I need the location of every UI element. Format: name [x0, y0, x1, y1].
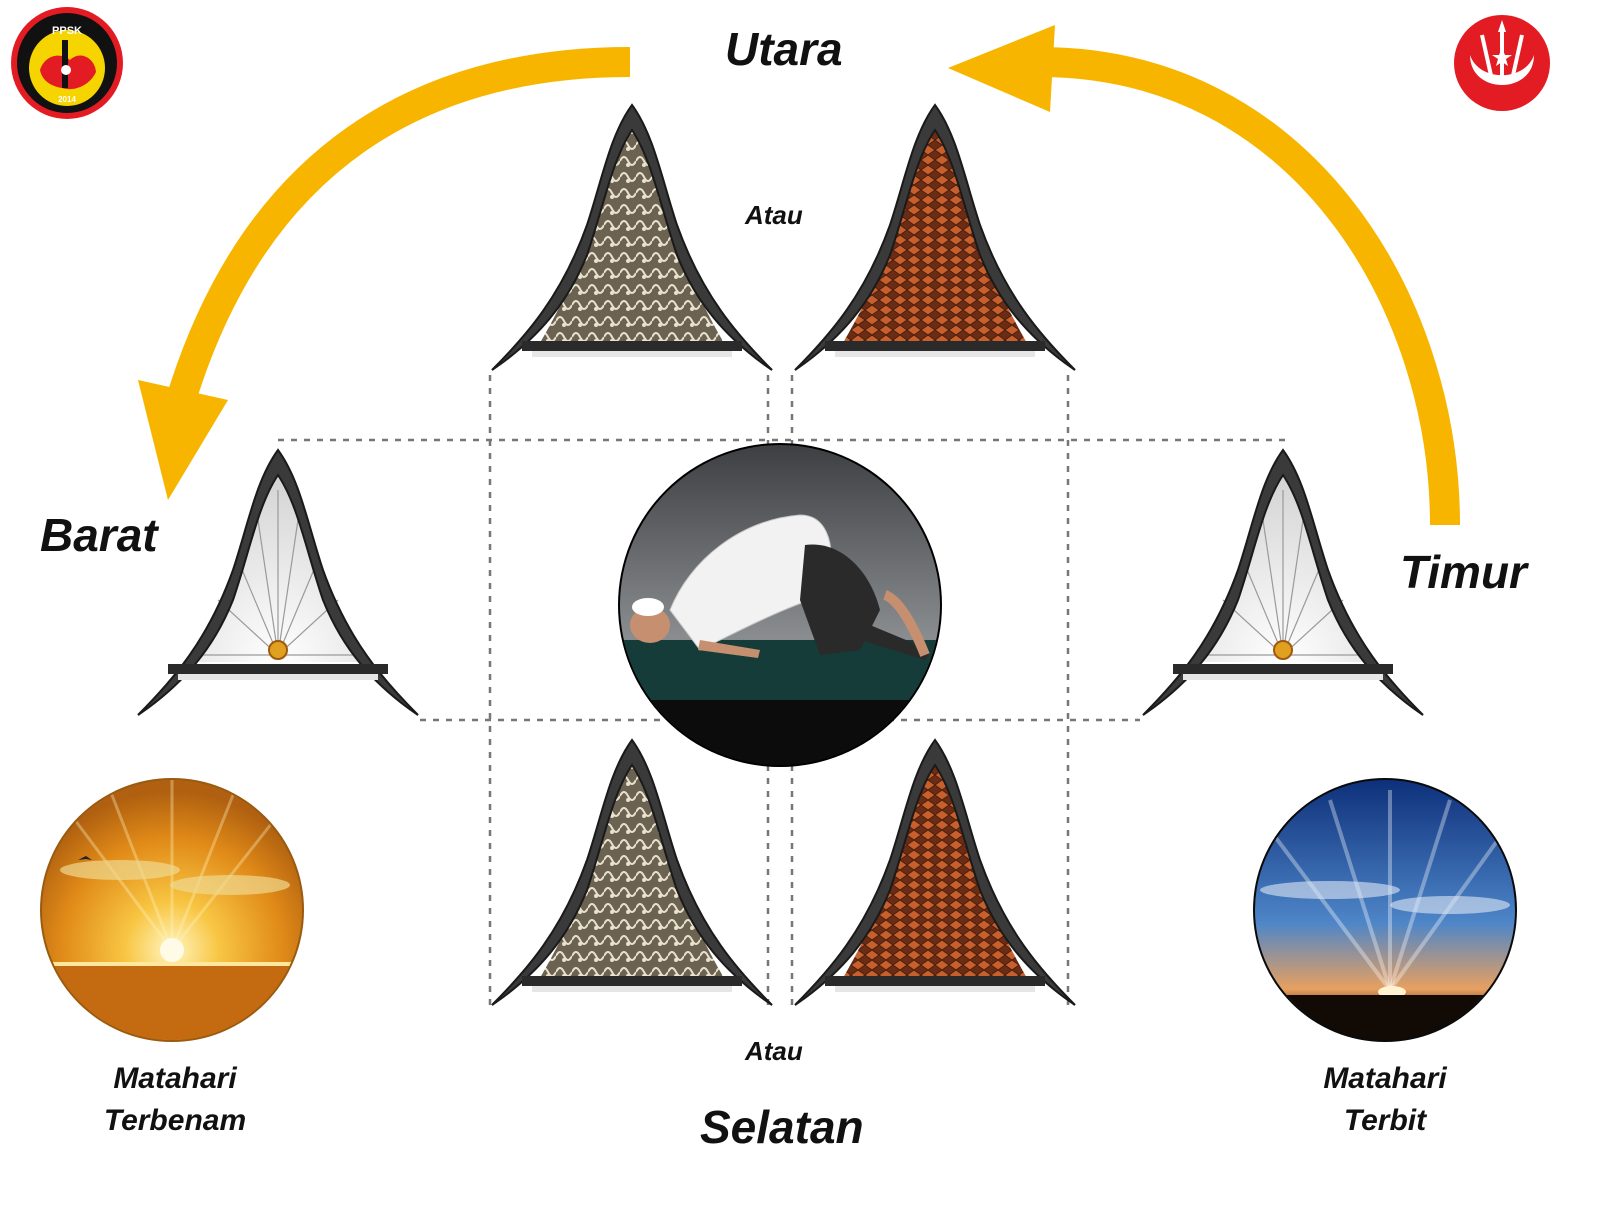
top-or-label: Atau — [745, 200, 803, 230]
ppsk-logo-top-text: PPSK — [52, 25, 82, 37]
roof-top-left-carved — [491, 103, 773, 371]
sunrise-caption-line1: Matahari — [1323, 1062, 1447, 1095]
roof-top-right-tiles — [794, 103, 1076, 371]
roof-bottom-right-tiles — [794, 738, 1076, 1006]
ppsk-logo — [11, 7, 123, 119]
sunrise-photo-icon — [1253, 778, 1517, 1042]
direction-south-label: Selatan — [700, 1101, 864, 1153]
sunrise-caption: Matahari Terbit — [1270, 1058, 1500, 1142]
kelantan-emblem — [1454, 15, 1550, 111]
sunset-photo-icon — [40, 778, 304, 1042]
sunset-caption: Matahari Terbenam — [60, 1058, 290, 1142]
bottom-or-label: Atau — [745, 1036, 803, 1066]
direction-west-label: Barat — [40, 509, 158, 561]
roof-bottom-left-carved — [491, 738, 773, 1006]
direction-north-label: Utara — [725, 23, 843, 75]
arrow-west — [138, 47, 631, 500]
roof-east-sunburst — [1142, 448, 1424, 716]
roof-west-sunburst — [137, 448, 419, 716]
ppsk-logo-year: 2014 — [58, 95, 76, 104]
person-praying-icon — [618, 443, 942, 767]
arrow-north — [948, 25, 1460, 526]
direction-east-label: Timur — [1400, 546, 1527, 598]
sunset-caption-line1: Matahari — [113, 1062, 237, 1095]
sunset-caption-line2: Terbenam — [103, 1104, 247, 1137]
sunrise-caption-line2: Terbit — [1343, 1104, 1427, 1137]
